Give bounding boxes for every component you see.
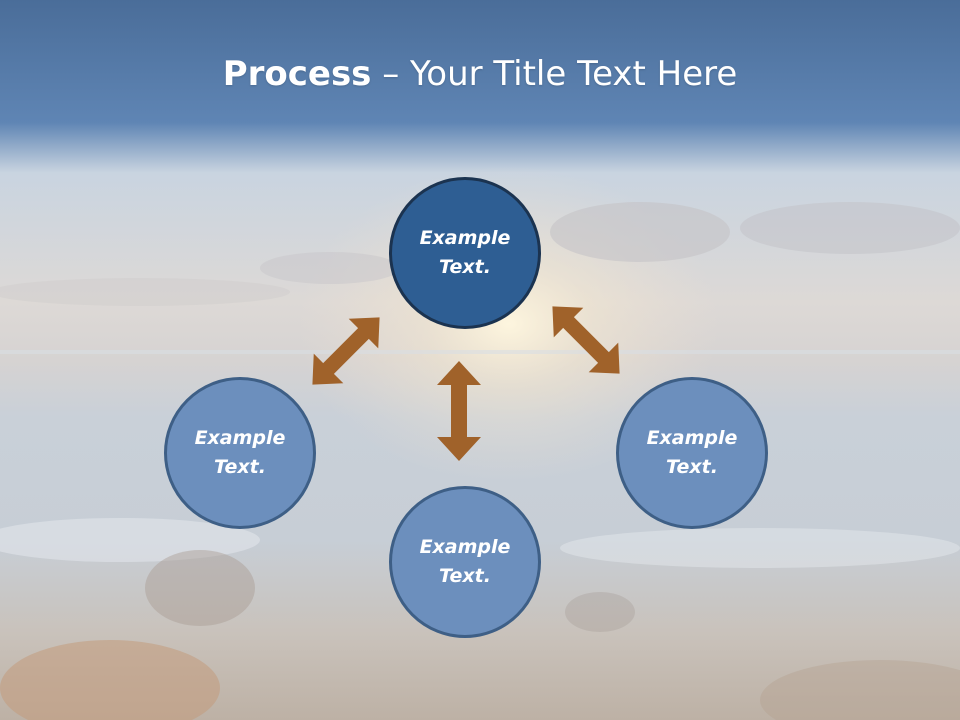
title-rest: – Your Title Text Here [371, 54, 738, 94]
node-left: Example Text. [164, 377, 316, 529]
node-right: Example Text. [616, 377, 768, 529]
node-top: Example Text. [389, 177, 541, 329]
node-right-label: Example Text. [646, 427, 738, 478]
slide-title: Process – Your Title Text Here [0, 50, 960, 98]
arrow-center-vertical [437, 361, 481, 461]
node-bottom: Example Text. [389, 486, 541, 638]
arrow-top-left [297, 302, 395, 400]
title-bold: Process [222, 54, 372, 94]
arrow-top-right [537, 291, 635, 389]
node-top-label: Example Text. [419, 227, 511, 278]
node-left-label: Example Text. [194, 427, 286, 478]
node-bottom-label: Example Text. [419, 536, 511, 587]
